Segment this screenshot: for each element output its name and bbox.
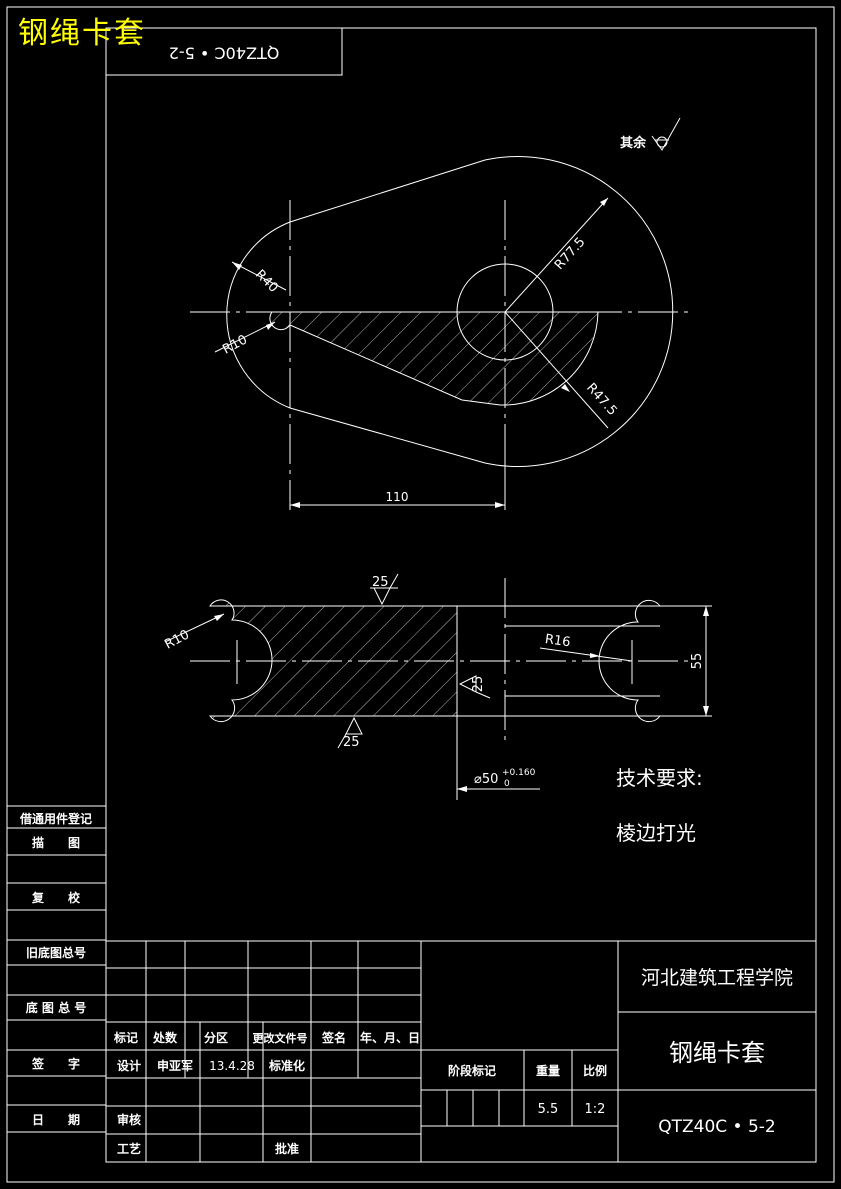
scale-value: 1:2 [585, 1102, 606, 1117]
side-row-7: 日 期 [32, 1112, 80, 1127]
dim-r40: R40 [252, 267, 281, 296]
outer-frame [6, 6, 835, 1183]
side-row-1: 借通用件登记 [19, 811, 92, 826]
title-block: 标记 处数 分区 更改文件号 签名 年、月、日 设计 申亚军 13.4.28 标… [106, 940, 816, 1162]
rev-count: 处数 [152, 1030, 178, 1045]
roughness-bottom: 25 [343, 735, 360, 750]
dim-height-55: 55 [690, 653, 705, 670]
design-date: 13.4.28 [209, 1059, 255, 1073]
scale-label: 比例 [583, 1063, 607, 1078]
side-row-2: 描 图 [32, 835, 80, 850]
rev-doc-no: 更改文件号 [253, 1031, 308, 1045]
dim-r475: R47.5 [583, 381, 620, 419]
side-row-3: 复 校 [31, 890, 81, 905]
corner-code-box [105, 27, 343, 76]
tech-req-item-1: 棱边打光 [616, 821, 696, 845]
roughness-top: 25 [372, 575, 389, 590]
designer-name: 申亚军 [157, 1058, 193, 1073]
side-row-6: 签 字 [31, 1056, 80, 1071]
side-row-5: 底 图 总 号 [26, 1000, 87, 1015]
surface-note-label: 其余 [620, 135, 647, 151]
corner-code: QTZ40C • 5-2 [169, 44, 280, 63]
part-name: 钢绳卡套 [669, 1039, 765, 1067]
rev-date: 年、月、日 [360, 1030, 420, 1045]
approve-label: 批准 [275, 1141, 299, 1156]
process-label: 工艺 [117, 1141, 141, 1156]
standardize-label: 标准化 [268, 1058, 305, 1073]
review-label: 审核 [117, 1112, 141, 1127]
roughness-bore: 25 [471, 676, 486, 693]
stage-label: 阶段标记 [448, 1063, 496, 1078]
section-view: 25 25 25 R10 R16 55 ⌀50 +0.160 0 [162, 573, 712, 800]
side-row-4: 旧底图总号 [26, 945, 86, 960]
dim-bore-dia: ⌀50 [474, 772, 498, 787]
weight-value: 5.5 [538, 1102, 559, 1117]
rev-mark: 标记 [113, 1030, 138, 1045]
rev-signature: 签名 [321, 1030, 346, 1045]
school-name: 河北建筑工程学院 [641, 967, 793, 989]
tech-req-heading: 技术要求: [616, 766, 703, 790]
dim-r16: R16 [544, 632, 571, 650]
side-table: 借通用件登记 描 图 复 校 旧底图总号 底 图 总 号 签 字 日 期 [7, 805, 106, 1133]
design-label: 设计 [117, 1058, 141, 1073]
weight-label: 重量 [536, 1063, 560, 1078]
rev-zone: 分区 [204, 1030, 228, 1045]
drawing-number: QTZ40C • 5-2 [658, 1117, 776, 1137]
inner-frame [105, 27, 817, 1163]
overlay-title: 钢绳卡套 [18, 16, 146, 51]
dim-width-110: 110 [386, 490, 409, 504]
top-view: R40 R10 R77.5 R47.5 110 [190, 156, 690, 510]
dim-bore-tol-upper: +0.160 [502, 768, 536, 778]
dim-bore-tol-lower: 0 [504, 779, 510, 789]
